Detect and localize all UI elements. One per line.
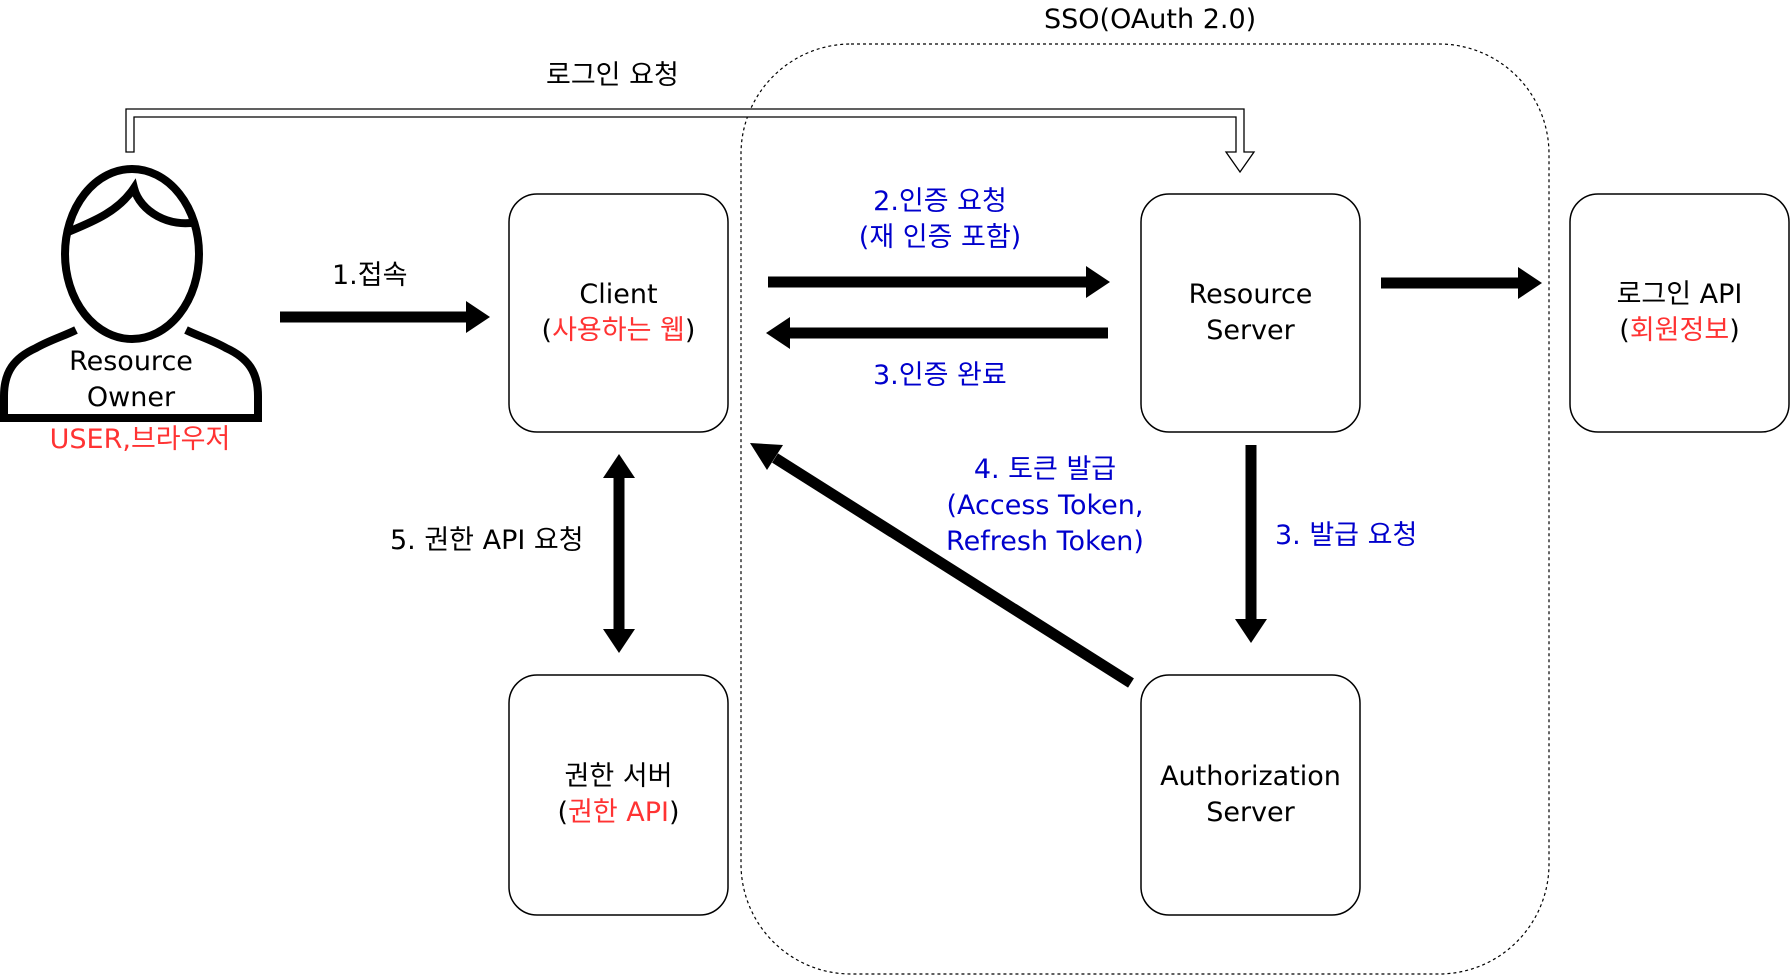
login-api-subtitle: (회원정보) [1619, 315, 1740, 346]
resource-server-line2: Server [1206, 315, 1295, 346]
resource-owner-label: Resource Owner [30, 344, 232, 416]
client-text: Client (사용하는 웹) [509, 194, 728, 432]
step1-label: 1.접속 [332, 260, 408, 291]
user-icon [0, 165, 262, 422]
resource-owner-line1: Resource [69, 346, 193, 377]
resource-server-box [1140, 193, 1361, 433]
permission-server-text: 권한 서버 (권한 API) [509, 675, 728, 915]
arrow-step5-head-top [603, 454, 635, 478]
step4-label: 4. 토큰 발급 (Access Token, Refresh Token) [915, 452, 1175, 560]
step3a-label: 3.인증 완료 [873, 360, 1007, 391]
arrows [280, 266, 1542, 688]
arrow-step3a-head [766, 317, 790, 349]
login-api-box [1569, 193, 1790, 433]
step3b-label: 3. 발급 요청 [1275, 520, 1418, 551]
client-subtitle: (사용하는 웹) [541, 315, 696, 346]
authorization-server-text: Authorization Server [1141, 675, 1360, 915]
step4-line2: (Access Token, [946, 490, 1144, 521]
arrow-to-login-api-head [1518, 267, 1542, 299]
login-request-arrow [125, 108, 1256, 174]
step2-line2: (재 인증 포함) [858, 222, 1022, 253]
authorization-server-line2: Server [1206, 797, 1295, 828]
client-box [508, 193, 729, 433]
sso-region [740, 43, 1550, 975]
step4-line1: 4. 토큰 발급 [973, 454, 1117, 485]
arrow-step1-head [466, 301, 490, 333]
login-api-title: 로그인 API [1616, 279, 1743, 310]
sso-label: SSO(OAuth 2.0) [1044, 4, 1257, 35]
permission-server-box [508, 674, 729, 916]
arrow-step5-head-bottom [603, 629, 635, 653]
step4-line3: Refresh Token) [946, 526, 1144, 557]
authorization-server-line1: Authorization [1160, 761, 1341, 792]
resource-owner-sub: USER,브라우저 [49, 424, 231, 455]
permission-server-subtitle: (권한 API) [557, 797, 680, 828]
authorization-server-box [1140, 674, 1361, 916]
arrow-step3b-head [1235, 619, 1267, 643]
resource-server-text: Resource Server [1141, 194, 1360, 432]
resource-server-line1: Resource [1188, 279, 1313, 310]
arrow-step4-head [750, 443, 783, 470]
login-api-text: 로그인 API (회원정보) [1570, 194, 1789, 432]
arrow-step2-head [1086, 266, 1110, 298]
permission-server-title: 권한 서버 [564, 761, 673, 792]
arrow-step4 [772, 453, 1134, 688]
resource-owner-line2: Owner [86, 382, 176, 413]
step5-label: 5. 권한 API 요청 [390, 525, 584, 556]
step2-line1: 2.인증 요청 [873, 186, 1007, 217]
step2-label: 2.인증 요청 (재 인증 포함) [810, 184, 1070, 256]
login-request-label: 로그인 요청 [546, 60, 679, 91]
client-title: Client [579, 279, 658, 310]
